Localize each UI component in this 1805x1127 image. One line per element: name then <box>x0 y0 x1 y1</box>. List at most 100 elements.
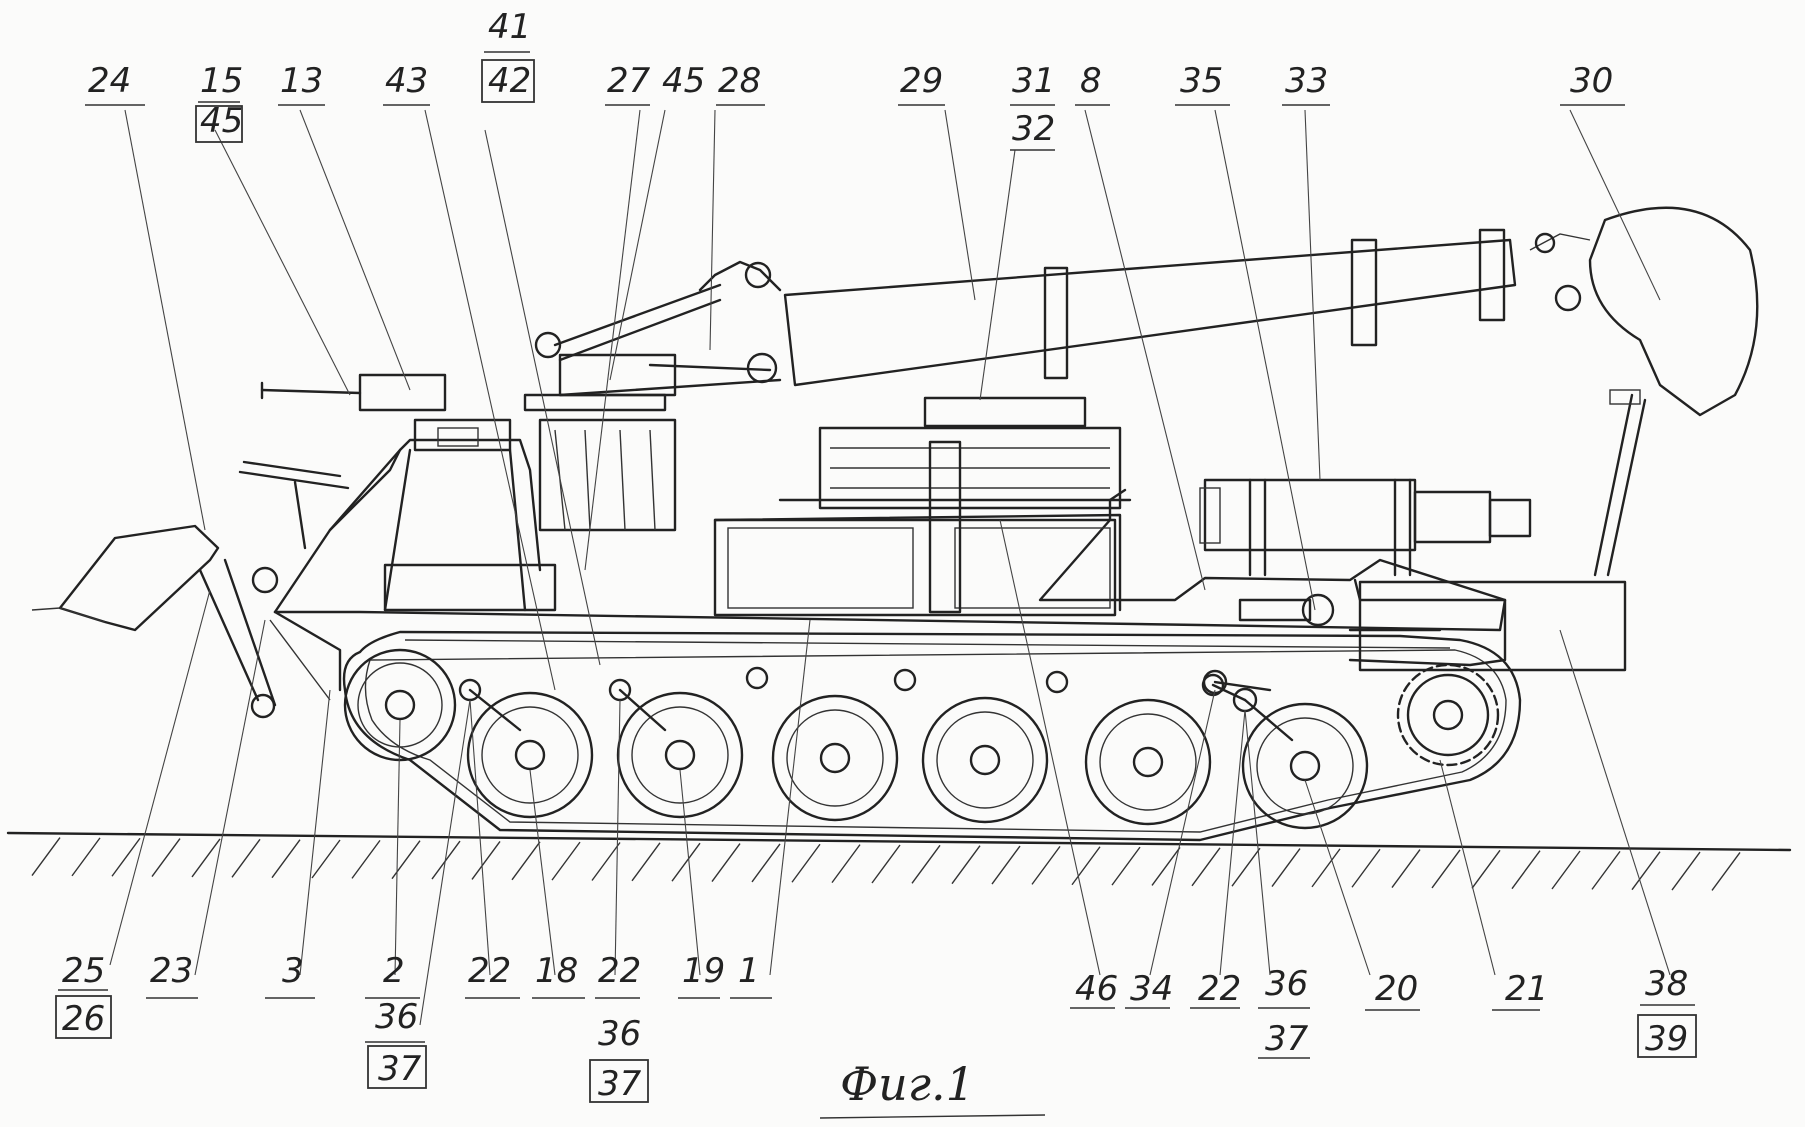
ground-hatch-line <box>1631 851 1661 891</box>
label-13: 13 <box>280 61 323 101</box>
label-34: 34 <box>1130 969 1173 1009</box>
label-33: 33 <box>1285 61 1328 101</box>
label-22a: 22 <box>468 951 511 991</box>
label-23: 23 <box>150 951 193 991</box>
road-wheel-19 <box>616 691 744 819</box>
rear-lever-34-36 <box>1202 669 1272 713</box>
rear-unit-33 <box>1199 478 1532 627</box>
ground-hatch-line <box>711 843 741 882</box>
label-39: 39 <box>1645 1019 1688 1059</box>
ground-hatch-line <box>1351 848 1381 888</box>
track <box>342 630 1522 842</box>
ground-hatch-line <box>1031 845 1061 885</box>
road-wheel-18 <box>466 691 594 819</box>
ground-hatch-line <box>631 842 661 882</box>
ground-hatch-line <box>671 842 701 882</box>
boom-pedestal <box>523 331 778 532</box>
ground-hatch-line <box>71 837 101 877</box>
label-2: 2 <box>383 951 405 991</box>
ground-hatch-line <box>1591 850 1621 890</box>
drive-sprocket-21 <box>1396 663 1500 767</box>
road-wheel-6 <box>1084 698 1212 826</box>
front-cabin <box>260 373 557 612</box>
ground-hatch-line <box>751 843 781 883</box>
ground-hatch-line <box>1711 852 1741 891</box>
ground-hatch-line <box>391 840 421 880</box>
label-36a: 36 <box>375 997 418 1037</box>
label-28: 28 <box>718 61 761 101</box>
ground-hatch-line <box>1071 846 1101 886</box>
label-8: 8 <box>1080 61 1102 101</box>
road-wheel-5 <box>921 696 1049 824</box>
ground-hatch-line <box>471 841 501 880</box>
label-25: 25 <box>62 951 105 991</box>
label-45b: 45 <box>662 61 705 101</box>
ground-hatch-line <box>1271 848 1301 887</box>
label-29: 29 <box>900 61 943 101</box>
ground-hatch-line <box>791 843 821 883</box>
ground-hatch-line <box>1551 850 1581 890</box>
label-18: 18 <box>535 951 578 991</box>
ground-hatch-line <box>111 837 141 877</box>
ground-hatch-line <box>1431 849 1461 889</box>
label-36b: 36 <box>598 1014 641 1054</box>
ground-hatch-line <box>591 842 621 881</box>
ground-hatch-line <box>1471 849 1501 889</box>
label-20: 20 <box>1375 969 1418 1009</box>
label-22c: 22 <box>1198 969 1241 1009</box>
ground-hatch-line <box>271 839 301 879</box>
ground-hatch-line <box>1151 847 1181 886</box>
label-37a: 37 <box>378 1049 422 1089</box>
label-45a: 45 <box>200 101 243 141</box>
ground-hatch-line <box>351 839 381 879</box>
label-1: 1 <box>738 951 760 991</box>
label-35: 35 <box>1180 61 1223 101</box>
suspension-arms-22 <box>468 683 1294 742</box>
ground-hatch-line <box>911 844 941 884</box>
labels: 24 15 45 13 43 41 42 27 45 28 29 31 32 8… <box>55 7 1697 1119</box>
ground-hatch-line <box>1191 847 1221 887</box>
ground-hatch-line <box>511 841 541 881</box>
label-36c: 36 <box>1265 964 1308 1004</box>
front-blade <box>31 460 350 719</box>
label-19: 19 <box>682 951 725 991</box>
ground-hatch-line <box>151 838 181 878</box>
ground-hatch-line <box>311 839 341 879</box>
label-31: 31 <box>1012 61 1055 101</box>
ground-hatch-line <box>31 837 61 876</box>
boom-arm <box>553 228 1517 397</box>
return-rollers <box>458 666 1225 702</box>
label-42: 42 <box>488 61 531 101</box>
ground-hatch-line <box>1231 847 1261 887</box>
label-32: 32 <box>1012 109 1055 149</box>
label-15: 15 <box>200 61 243 101</box>
ground-hatch-line <box>951 845 981 885</box>
label-30: 30 <box>1570 61 1613 101</box>
label-41: 41 <box>488 7 531 47</box>
ground-hatch-line <box>871 844 901 884</box>
label-24: 24 <box>88 61 131 101</box>
road-wheel-20 <box>1241 702 1369 830</box>
ground-hatch-line <box>231 838 261 878</box>
label-43: 43 <box>385 61 428 101</box>
ground-hatch-line <box>831 844 861 884</box>
label-37b: 37 <box>598 1064 642 1104</box>
label-46: 46 <box>1075 969 1118 1009</box>
label-27: 27 <box>607 61 651 101</box>
ground-hatch-line <box>1311 848 1341 888</box>
bucket <box>1529 206 1759 577</box>
label-3: 3 <box>282 951 304 991</box>
ground-hatch-line <box>191 838 221 878</box>
ground-hatch-line <box>1111 846 1141 886</box>
ground <box>6 831 1792 891</box>
ground-hatch-line <box>1511 850 1541 890</box>
label-21: 21 <box>1505 969 1548 1009</box>
label-37c: 37 <box>1265 1019 1309 1059</box>
ground-hatch-line <box>431 840 461 880</box>
engine-compartment <box>713 396 1132 617</box>
ground-hatch-line <box>551 841 581 881</box>
ground-hatch-line <box>991 845 1021 885</box>
ground-hatch-line <box>1671 851 1701 891</box>
